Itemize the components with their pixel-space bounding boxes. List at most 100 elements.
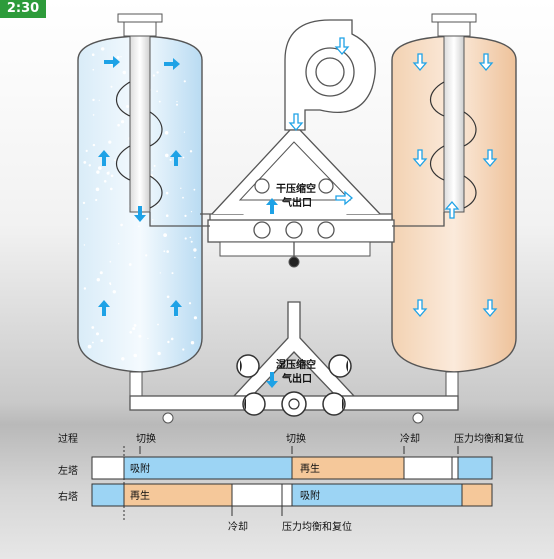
bubble [182,196,184,199]
dry-outlet-label: 干压缩空 气出口 [276,182,316,209]
bubble [190,341,195,345]
bubble [108,140,112,144]
flow-arrow [482,299,498,317]
bubble [92,143,96,147]
flow-arrows [98,37,498,388]
timeline-chart: 过程 切换 切换 冷却 压力均衡和复位 左塔 吸附 再生 右塔 再生 吸附 冷却 [58,432,524,533]
bubble [82,201,86,205]
bubble [147,337,149,340]
footer-cooling: 冷却 [228,520,248,533]
bubble [96,170,100,174]
bubble [120,223,123,227]
bubble [112,290,117,294]
bubble [120,56,122,58]
bubble [138,334,142,338]
bubble [182,348,185,351]
bubble [96,332,99,336]
flow-arrow [164,58,180,70]
bubble [128,263,132,266]
flow-arrow [266,198,278,214]
flow-arrow [288,113,304,131]
bubble [92,341,94,344]
bubble [184,237,187,240]
bubble [189,236,192,239]
bubble [165,153,169,158]
bubble [190,240,193,243]
bubble [163,250,166,253]
bubble [121,120,125,124]
lower-manifold [129,301,459,424]
right-regen: 再生 [130,489,150,502]
bubble [157,203,159,205]
bubble [98,166,102,170]
bubble [157,323,159,326]
bubble [157,351,161,356]
bubble [83,161,87,164]
bubble [92,98,95,102]
row-label-right: 右塔 [58,490,78,503]
bubble [108,171,110,173]
flow-arrow [104,56,120,68]
bubble [110,187,113,191]
bubble [164,131,169,135]
bubble [166,295,170,299]
bubble [91,53,95,56]
bubble [163,233,168,238]
bubble [156,71,159,74]
bubble [85,149,88,152]
bubble [88,164,92,167]
left-regen: 再生 [300,462,320,475]
header-cooling: 冷却 [400,432,420,445]
blower [284,19,376,131]
bubble [156,90,159,93]
bubble [176,101,178,103]
bubble [83,287,87,290]
bubble [193,316,197,320]
footer-pressure: 压力均衡和复位 [282,520,352,533]
bubble [145,254,148,257]
svg-text:干压缩空: 干压缩空 [276,182,316,195]
bubble [190,211,193,213]
bubble [101,47,105,51]
header-switch2: 切换 [286,432,306,445]
flow-arrow [412,53,428,71]
left-upper-pipe [149,212,210,227]
bubble [92,114,95,116]
header-switch1: 切换 [136,432,156,445]
time-badge: 2:30 [0,0,46,18]
flow-arrow [478,53,494,71]
bubble [194,256,196,259]
bubble [193,188,196,191]
flow-arrow [98,300,110,316]
bubble [113,159,116,162]
bubble [165,214,169,217]
bubble [159,272,161,274]
bubble [193,248,197,252]
svg-text:气出口: 气出口 [281,196,312,209]
bubble [133,324,137,327]
bubble [165,191,169,195]
bubble [100,339,104,342]
bubble [169,158,172,161]
bubble [166,250,169,253]
bubble [116,56,120,59]
bubble [183,131,185,133]
svg-text:湿压缩空: 湿压缩空 [276,358,316,371]
bubble [189,150,193,153]
bubble [126,105,130,108]
row-label-left: 左塔 [58,464,78,477]
bubble [138,225,140,228]
bubble [188,302,192,305]
bubble [121,357,125,361]
bubble [117,123,120,127]
bubble [176,103,178,106]
bubble [98,99,100,101]
svg-text:气出口: 气出口 [281,372,312,385]
flow-arrow [334,37,350,55]
bubble [83,244,86,246]
bubble [118,243,120,245]
upper-manifold [200,129,395,268]
bubble [96,278,101,282]
bubble [99,271,103,275]
bubble [151,169,153,171]
